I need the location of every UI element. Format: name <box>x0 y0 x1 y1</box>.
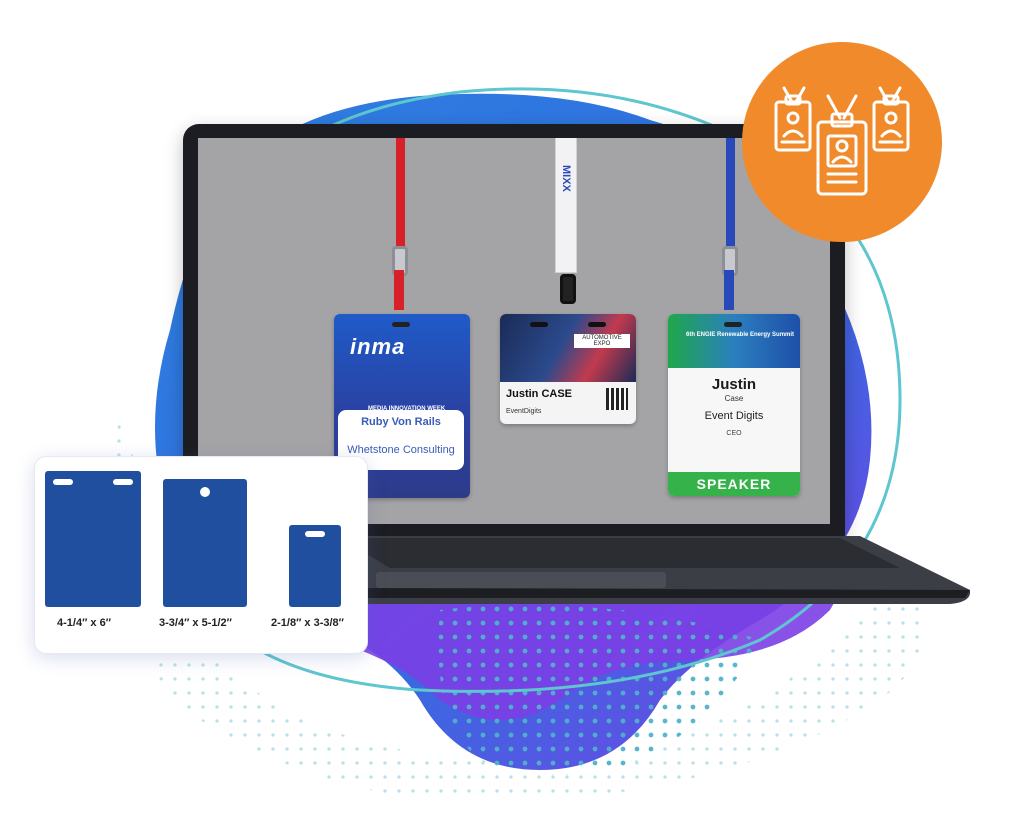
badge-size-options-card: 4-1/4″ x 6″ 3-3/4″ x 5-1/2″ 2-1/8″ x 3-3… <box>34 456 368 654</box>
badge-type-banner: SPEAKER <box>668 472 800 496</box>
badge-last-name: Case <box>724 394 744 403</box>
size-label-small: 2-1/8″ x 3-3/8″ <box>271 617 344 629</box>
badge-feature-icon-circle <box>742 42 942 242</box>
holder-slot <box>305 531 325 537</box>
badge-automotive: AUTOMOTIVE EXPO Justin CASE EventDigits <box>500 314 636 424</box>
badge-attendee-name: Ruby Von Rails <box>361 416 441 428</box>
red-lanyard-lower <box>394 270 404 310</box>
badge-event-tag: AUTOMOTIVE EXPO <box>574 334 630 348</box>
badge-attendee-company: Whetstone Consulting <box>347 444 455 456</box>
holder-slot <box>113 479 133 485</box>
laptop-base <box>300 536 970 604</box>
id-badges-icon <box>774 86 910 196</box>
badge-brand-logo: inma <box>350 334 406 359</box>
holder-medium[interactable] <box>163 479 247 607</box>
badge-first-name: Justin <box>711 376 757 393</box>
badge-event-title: 6th ENGIE Renewable Energy Summit <box>686 332 795 338</box>
badge-attendee-company: Event Digits <box>704 410 764 422</box>
badge-speaker: 6th ENGIE Renewable Energy Summit Justin… <box>668 314 800 496</box>
holder-small[interactable] <box>289 525 341 607</box>
laptop-screen: MIXX inma MEDIA INNOVATION WEEK Ruby Von… <box>198 138 830 524</box>
badge-attendee-role: CEO <box>726 430 742 437</box>
blue-lanyard <box>726 138 735 248</box>
badge-slot <box>530 322 548 327</box>
holder-slot <box>53 479 73 485</box>
holder-large[interactable] <box>45 471 141 607</box>
badge-slot <box>724 322 742 327</box>
lanyard-brand-text: MIXX <box>560 165 572 192</box>
blue-lanyard-lower <box>724 270 734 310</box>
mixx-lanyard: MIXX <box>556 138 576 272</box>
badge-attendee-company: EventDigits <box>506 408 542 415</box>
size-label-medium: 3-3/4″ x 5-1/2″ <box>159 617 232 629</box>
size-label-large: 4-1/4″ x 6″ <box>57 617 111 629</box>
holder-hole <box>200 487 210 497</box>
badge-slot <box>392 322 410 327</box>
lanyard-clip-icon <box>560 274 576 304</box>
qr-code-icon <box>606 388 628 410</box>
badge-banner-image <box>500 314 636 382</box>
badge-attendee-name: Justin CASE <box>506 388 573 400</box>
badge-event-name: MEDIA INNOVATION WEEK <box>368 406 446 412</box>
red-lanyard <box>396 138 405 248</box>
badge-slot <box>588 322 606 327</box>
